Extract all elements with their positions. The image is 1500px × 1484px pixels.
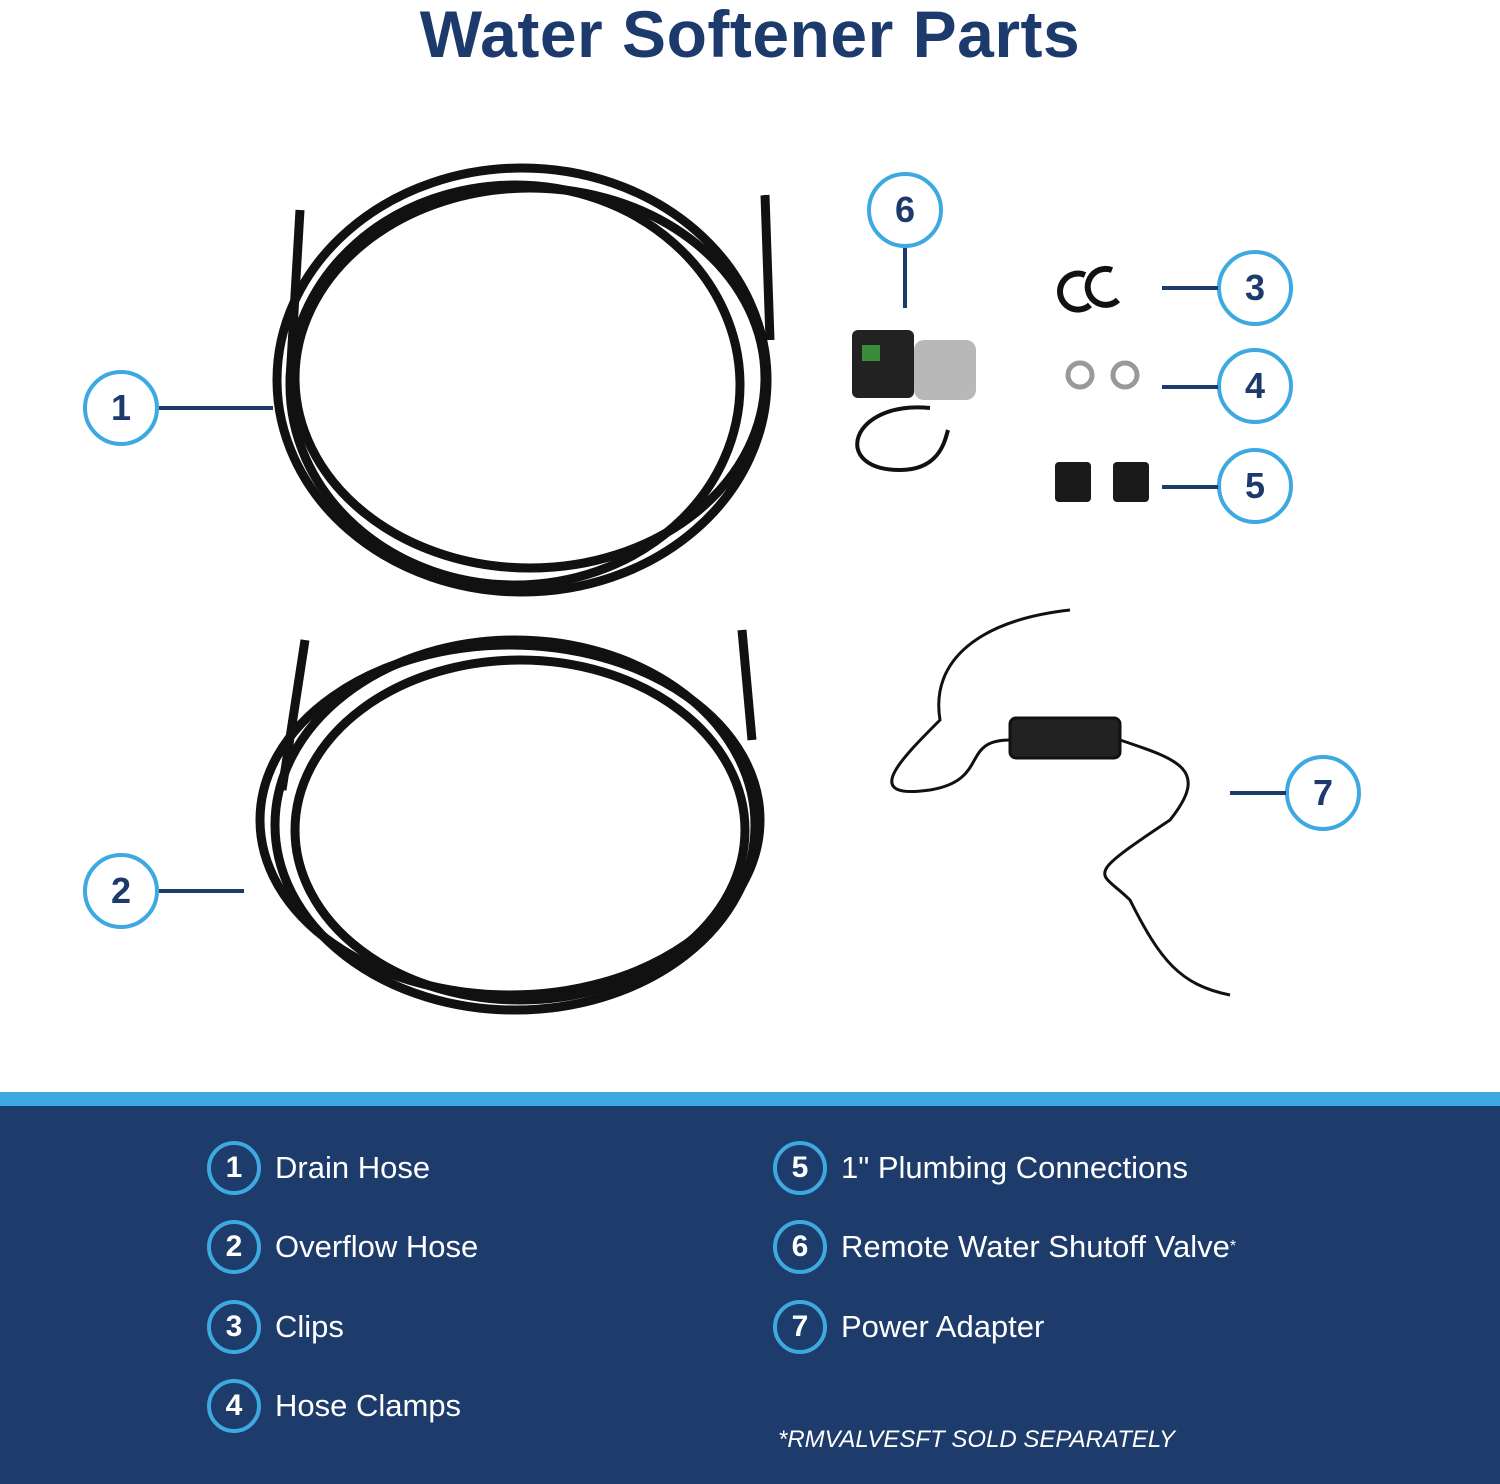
legend-number: 1 — [207, 1141, 261, 1195]
legend-label: Hose Clamps — [275, 1388, 462, 1423]
callout-line-4 — [1162, 385, 1218, 389]
callout-line-3 — [1162, 286, 1218, 290]
legend-item-plumbing-connections: 5 1" Plumbing Connections — [773, 1141, 1188, 1195]
legend-item-shutoff-valve: 6 Remote Water Shutoff Valve* — [773, 1220, 1236, 1274]
legend-label: Power Adapter — [841, 1309, 1045, 1344]
callout-line-6 — [903, 248, 907, 308]
shutoff-valve-image — [852, 330, 976, 473]
legend-item-overflow-hose: 2 Overflow Hose — [207, 1220, 478, 1274]
legend-label: Clips — [275, 1309, 344, 1344]
hose-clamps-image — [1065, 360, 1140, 390]
callout-5: 5 — [1217, 448, 1293, 524]
legend-number: 5 — [773, 1141, 827, 1195]
clips-image — [1057, 265, 1121, 313]
legend-label: Drain Hose — [275, 1150, 431, 1185]
callout-2: 2 — [83, 853, 159, 929]
power-adapter-image — [890, 608, 1231, 997]
legend-label: 1" Plumbing Connections — [841, 1150, 1189, 1185]
callout-3: 3 — [1217, 250, 1293, 326]
callout-4: 4 — [1217, 348, 1293, 424]
callout-1: 1 — [83, 370, 159, 446]
legend-item-clips: 3 Clips — [207, 1300, 344, 1354]
callout-6: 6 — [867, 172, 943, 248]
legend-number: 7 — [773, 1300, 827, 1354]
callout-line-1 — [159, 406, 273, 410]
callout-7: 7 — [1285, 755, 1361, 831]
drain-hose-image — [272, 163, 775, 597]
overflow-hose-image — [255, 629, 765, 1015]
legend-number: 2 — [207, 1220, 261, 1274]
plumbing-connections-image — [1055, 462, 1149, 502]
callout-line-5 — [1162, 485, 1218, 489]
legend-label: Remote Water Shutoff Valve — [841, 1229, 1230, 1264]
legend-label: Overflow Hose — [275, 1229, 479, 1264]
footnote: *RMVALVESFT SOLD SEPARATELY — [778, 1426, 1176, 1453]
page-title: Water Softener Parts — [419, 0, 1081, 71]
legend-item-power-adapter: 7 Power Adapter — [773, 1300, 1044, 1354]
callout-line-7 — [1230, 791, 1286, 795]
legend-number: 4 — [207, 1379, 261, 1433]
legend-item-drain-hose: 1 Drain Hose — [207, 1141, 430, 1195]
legend-item-hose-clamps: 4 Hose Clamps — [207, 1379, 461, 1433]
callout-line-2 — [159, 889, 244, 893]
footnote-marker: * — [1229, 1238, 1237, 1255]
accent-stripe — [0, 1092, 1500, 1106]
parts-illustration — [255, 163, 1231, 1015]
legend-number: 3 — [207, 1300, 261, 1354]
legend-number: 6 — [773, 1220, 827, 1274]
